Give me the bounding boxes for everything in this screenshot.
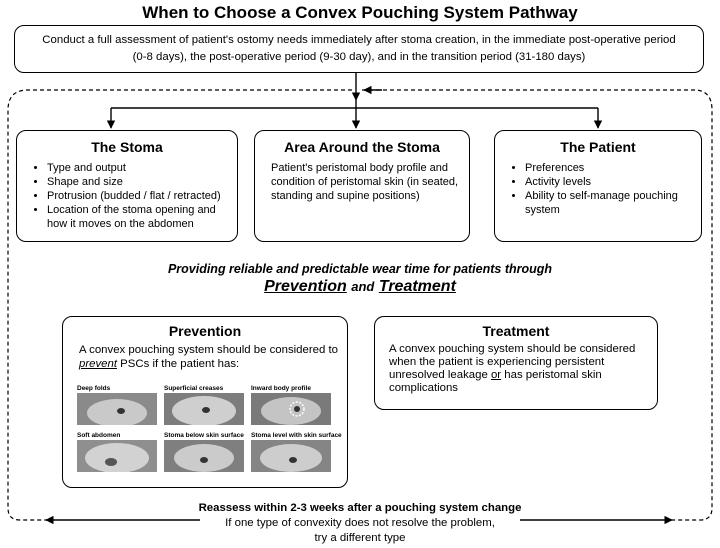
photo-caption: Deep folds [77,385,111,392]
assessment-line-1: Conduct a full assessment of patient's o… [42,34,676,46]
page-title: When to Choose a Convex Pouching System … [142,3,578,22]
photo-caption: Soft abdomen [77,432,121,439]
photo-deep-folds: Deep folds [77,384,157,425]
prevention-title: Prevention [168,323,242,339]
stoma-item: Type and output [47,161,229,175]
area-box: Area Around the Stoma Patient's peristom… [254,130,470,242]
reassess-line-1: Reassess within 2-3 weeks after a pouchi… [198,502,522,514]
patient-item: Ability to self-manage pouching system [525,189,693,217]
photo-caption: Superficial creases [164,385,224,392]
goal-statement: Providing reliable and predictable wear … [167,262,553,276]
photo-caption: Stoma level with skin surface [251,432,342,439]
treatment-box: Treatment A convex pouching system shoul… [374,316,658,410]
stoma-item: Location of the stoma opening and how it… [47,203,229,231]
photo-caption: Inward body profile [251,385,311,392]
reassess-line-2: If one type of convexity does not resolv… [225,517,495,529]
stoma-item: Protrusion (budded / flat / retracted) [47,189,229,203]
prevention-emphasis: prevent [79,358,117,370]
assessment-line-2: (0-8 days), the post-operative period (9… [132,51,586,63]
abdomen-photo-icon [77,440,157,472]
goal-keywords: Prevention and Treatment [0,278,720,296]
area-title: Area Around the Stoma [284,139,440,155]
goal-and: and [351,279,375,294]
prevention-text-a: A convex pouching system should be consi… [79,344,338,356]
prevention-box: Prevention A convex pouching system shou… [62,316,348,488]
abdomen-photo-icon [77,393,157,425]
stoma-box: The Stoma Type and output Shape and size… [16,130,238,242]
abdomen-photo-icon [164,440,244,472]
abdomen-photo-icon [251,393,331,425]
abdomen-photo-icon [251,440,331,472]
abdomen-photo-icon [164,393,244,425]
photo-stoma-level-with-skin: Stoma level with skin surface [251,431,342,472]
treatment-text-a: A convex pouching system should be consi… [389,343,636,381]
photo-stoma-below-skin: Stoma below skin surface [164,431,244,472]
patient-item: Activity levels [525,175,693,189]
treatment-text: A convex pouching system should be consi… [375,343,657,395]
assessment-box: Conduct a full assessment of patient's o… [14,25,704,73]
stoma-title: The Stoma [91,139,163,155]
photo-inward-body-profile: Inward body profile [251,384,331,425]
stoma-item: Shape and size [47,175,229,189]
goal-prevention: Prevention [264,278,347,295]
feedback-loop-dashed [7,89,352,521]
patient-title: The Patient [560,139,636,155]
prevention-text-b: PSCs if the patient has: [117,358,240,370]
prevention-text: A convex pouching system should be consi… [63,343,347,371]
area-text: Patient's peristomal body profile and co… [271,162,459,202]
feedback-loop-dashed-right [362,89,713,521]
patient-item: Preferences [525,161,693,175]
photo-soft-abdomen: Soft abdomen [77,431,157,472]
patient-box: The Patient Preferences Activity levels … [494,130,702,242]
photo-caption: Stoma below skin surface [164,432,244,439]
photo-superficial-creases: Superficial creases [164,384,244,425]
goal-treatment: Treatment [378,278,456,295]
treatment-text-b: has peristomal skin complications [389,369,602,394]
treatment-emphasis: or [490,369,502,381]
treatment-title: Treatment [482,323,550,339]
reassess-line-3: try a different type [314,532,406,544]
